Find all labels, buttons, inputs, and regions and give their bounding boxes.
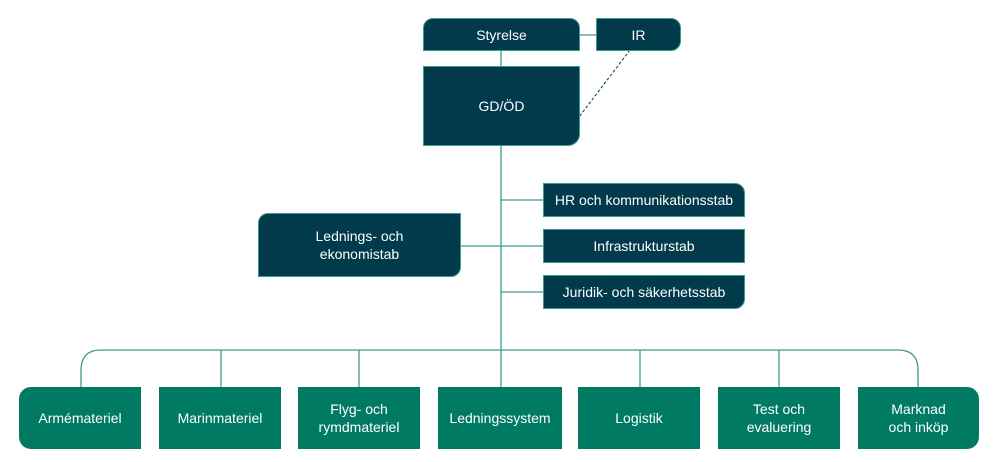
ledning-ekonomi-label: Lednings- och ekonomistab — [315, 228, 404, 262]
division-ledningssystem-label: Ledningssystem — [449, 410, 551, 426]
staff-hr-label: HR och kommunikationsstab — [554, 192, 734, 208]
division-ledningssystem[interactable]: Ledningssystem — [438, 387, 562, 449]
board-label: Styrelse — [476, 26, 527, 43]
division-test-evaluering-label: Test och evaluering — [746, 401, 812, 435]
staff-juridik-box[interactable]: Juridik- och säkerhetsstab — [543, 275, 745, 309]
division-test-evaluering[interactable]: Test och evaluering — [718, 387, 840, 449]
division-flyg-rymd[interactable]: Flyg- och rymdmateriel — [298, 387, 420, 449]
division-flyg-rymd-label: Flyg- och rymdmateriel — [318, 401, 400, 435]
division-marknad-inkop[interactable]: Marknad och inköp — [858, 387, 979, 449]
gd-box[interactable]: GD/ÖD — [423, 66, 580, 146]
ir-gd-dashed-line — [578, 49, 631, 118]
division-logistik[interactable]: Logistik — [578, 387, 700, 449]
staff-juridik-label: Juridik- och säkerhetsstab — [562, 284, 726, 300]
staff-infra-label: Infrastrukturstab — [593, 238, 695, 254]
staff-infra-box[interactable]: Infrastrukturstab — [543, 229, 745, 263]
division-marinmateriel-label: Marinmateriel — [177, 410, 263, 426]
division-armemateriel[interactable]: Armémateriel — [19, 387, 141, 449]
divisions-bar-line — [80, 349, 919, 388]
division-marknad-inkop-label: Marknad och inköp — [888, 401, 949, 435]
ir-box[interactable]: IR — [596, 18, 681, 51]
ledning-ekonomi-box[interactable]: Lednings- och ekonomistab — [258, 213, 461, 277]
board-box[interactable]: Styrelse — [423, 18, 580, 51]
division-marinmateriel[interactable]: Marinmateriel — [159, 387, 281, 449]
division-logistik-label: Logistik — [615, 410, 663, 426]
division-armemateriel-label: Armémateriel — [38, 410, 122, 426]
ir-label: IR — [631, 26, 646, 43]
gd-label: GD/ÖD — [478, 98, 525, 114]
staff-hr-box[interactable]: HR och kommunikationsstab — [543, 183, 745, 217]
